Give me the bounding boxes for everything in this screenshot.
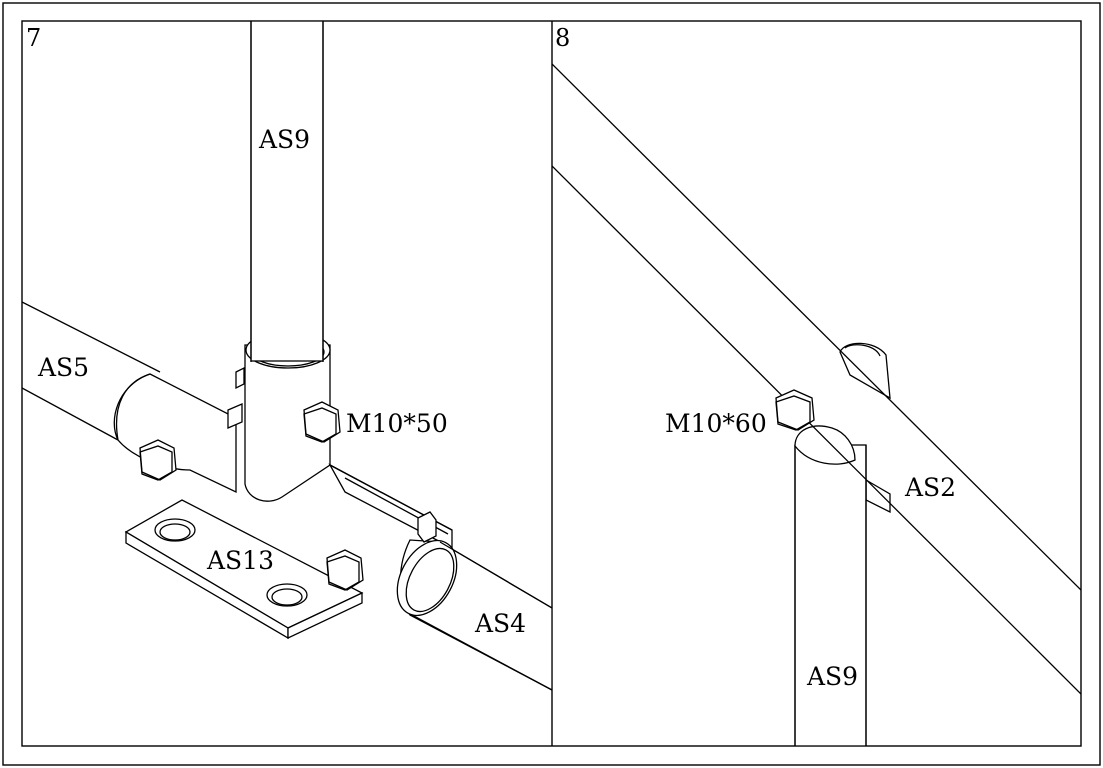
upright-tube-8 [794,425,867,746]
label-bolt-m10x60: M10*60 [665,409,767,438]
rail-bracket [839,342,891,514]
bolt-head-8 [775,389,815,431]
rail-tube-left [22,301,237,494]
base-plate [124,499,364,640]
rail-tube-8 [552,63,1081,695]
label-plate-as13: AS13 [206,546,274,575]
panel-7: 7 AS9 AS5 M10*50 AS13 AS4 [22,21,552,691]
bolt-head-center [303,401,341,443]
bolt-head-plate [326,549,364,591]
label-upright-as9-8: AS9 [806,662,858,691]
bolt-head-left [139,439,177,481]
rail-tube-right [328,463,552,691]
label-rail-as2: AS2 [904,473,956,502]
step-number-7: 7 [26,24,41,52]
panel-8: 8 M10*60 AS2 AS9 [552,24,1081,746]
label-bolt-m10x50: M10*50 [346,409,448,438]
label-rail-as5: AS5 [37,353,89,382]
upright-tube [250,21,324,362]
step-number-8: 8 [555,24,570,52]
label-upright-as9: AS9 [258,125,310,154]
label-rail-as4: AS4 [474,609,526,638]
